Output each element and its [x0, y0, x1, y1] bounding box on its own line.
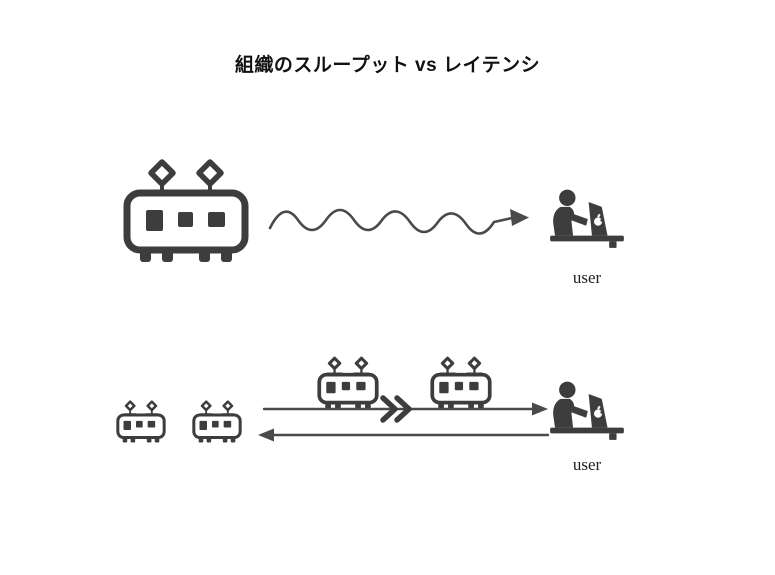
user-label: user	[572, 268, 602, 287]
wavy-latency-arrow-icon	[268, 208, 529, 235]
arrow-right-icon	[262, 402, 548, 416]
user-label: user	[572, 455, 602, 474]
arrow-left-icon	[258, 428, 550, 442]
user-at-laptop-icon	[550, 188, 624, 252]
user-at-laptop-icon	[550, 380, 624, 444]
fast-forward-icon	[380, 395, 412, 423]
large-train-icon	[120, 158, 252, 268]
small-train-icon	[192, 400, 242, 445]
diagram-title: 組織のスループット vs レイテンシ	[234, 55, 541, 76]
small-train-icon	[116, 400, 166, 445]
request-response-arrows	[258, 395, 550, 442]
